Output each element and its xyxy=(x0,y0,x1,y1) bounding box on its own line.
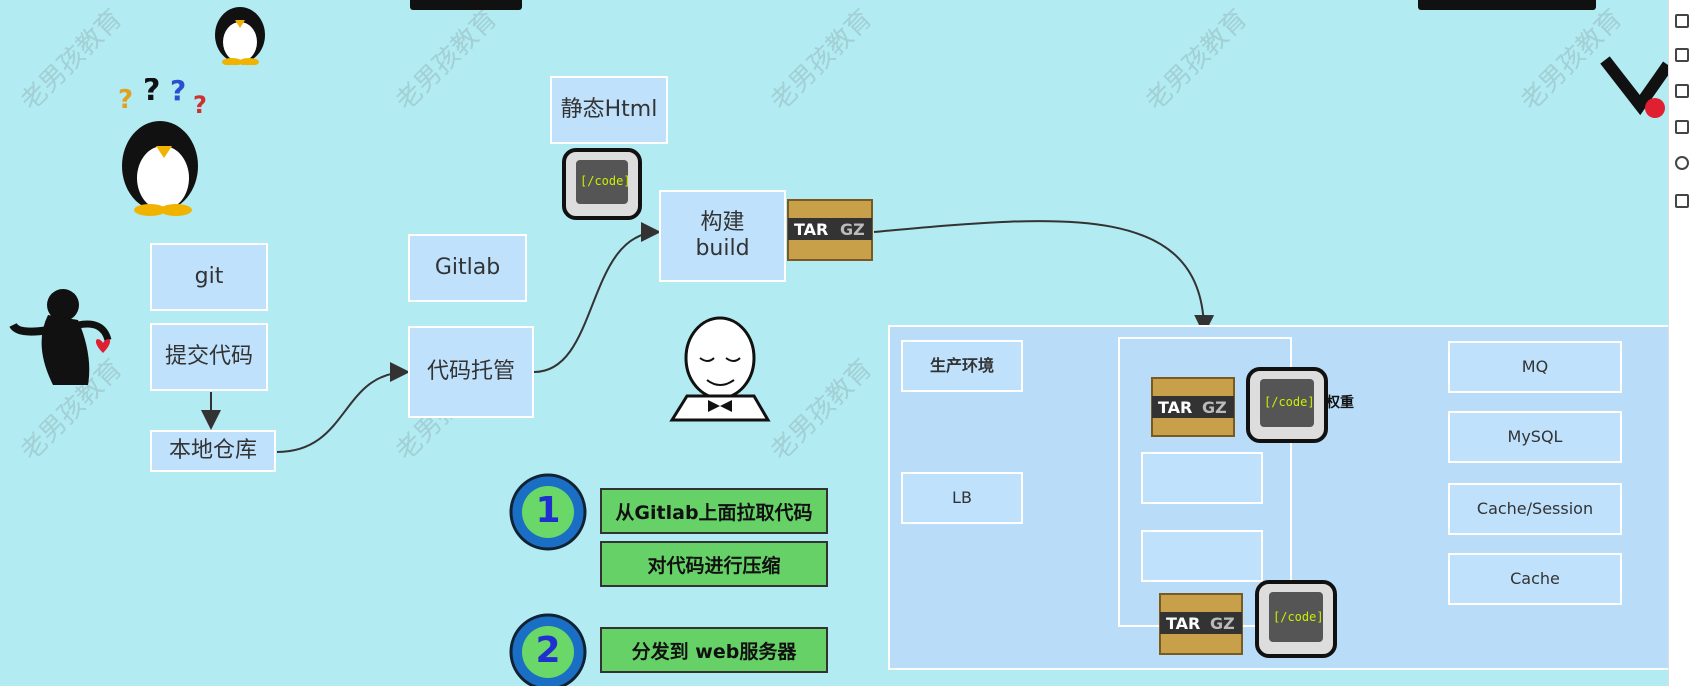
server-slot[interactable] xyxy=(1141,452,1263,504)
font-icon[interactable] xyxy=(1675,14,1689,28)
production-title: 生产环境 xyxy=(901,340,1023,392)
node-local-repo[interactable]: 本地仓库 xyxy=(150,430,276,472)
server-slot[interactable] xyxy=(1141,530,1263,582)
step-label[interactable]: 分发到 web服务器 xyxy=(600,627,828,673)
right-toolbar xyxy=(1668,0,1693,686)
step-label[interactable]: 对代码进行压缩 xyxy=(600,541,828,587)
svg-text:?: ? xyxy=(118,85,133,115)
history-icon[interactable] xyxy=(1675,156,1689,170)
penguin-icon xyxy=(215,7,265,65)
node-cache-session[interactable]: Cache/Session xyxy=(1448,483,1622,535)
svg-text:?: ? xyxy=(170,78,186,107)
node-lb[interactable]: LB xyxy=(901,472,1023,524)
code-monitor-icon: [/code] xyxy=(1253,578,1341,662)
node-code-hosting[interactable]: 代码托管 xyxy=(408,326,534,418)
comment-icon[interactable] xyxy=(1675,194,1689,208)
edge-repo-to-hosting xyxy=(276,362,410,453)
node-static-html[interactable]: 静态Html xyxy=(550,76,668,144)
toolbar-fragment xyxy=(1418,0,1596,10)
jenkins-icon xyxy=(669,316,771,422)
node-gitlab[interactable]: Gitlab xyxy=(408,234,527,302)
node-commit[interactable]: 提交代码 xyxy=(150,323,268,391)
code-monitor-icon: [/code] xyxy=(1244,365,1332,447)
woman-silhouette-icon xyxy=(9,289,112,385)
edge-archive-to-prod xyxy=(873,220,1215,335)
edge-hosting-to-build xyxy=(533,222,661,373)
node-cache[interactable]: Cache xyxy=(1448,553,1622,605)
image-icon[interactable] xyxy=(1675,84,1689,98)
node-mq[interactable]: MQ xyxy=(1448,341,1622,393)
step-number-badge: 2 xyxy=(508,612,588,686)
step-label[interactable]: 从Gitlab上面拉取代码 xyxy=(600,488,828,534)
step-number-badge: 1 xyxy=(508,472,588,552)
node-build[interactable]: 构建 build xyxy=(659,190,786,282)
svg-text:?: ? xyxy=(143,78,160,108)
node-mysql[interactable]: MySQL xyxy=(1448,411,1622,463)
note-icon[interactable] xyxy=(1675,120,1689,134)
tar-gz-archive-icon: TAR GZ xyxy=(1158,590,1244,656)
tar-gz-archive-icon: TAR GZ xyxy=(786,196,874,262)
tar-gz-archive-icon: TAR GZ xyxy=(1150,374,1236,438)
calendar-icon[interactable] xyxy=(1675,48,1689,62)
code-monitor-icon: [/code] xyxy=(560,146,646,224)
checkmark-logo-icon xyxy=(1600,56,1668,118)
svg-text:?: ? xyxy=(193,91,207,119)
toolbar-fragment xyxy=(410,0,522,10)
node-git[interactable]: git xyxy=(150,243,268,311)
confused-penguin-icon: ? ? ? ? xyxy=(118,78,207,216)
